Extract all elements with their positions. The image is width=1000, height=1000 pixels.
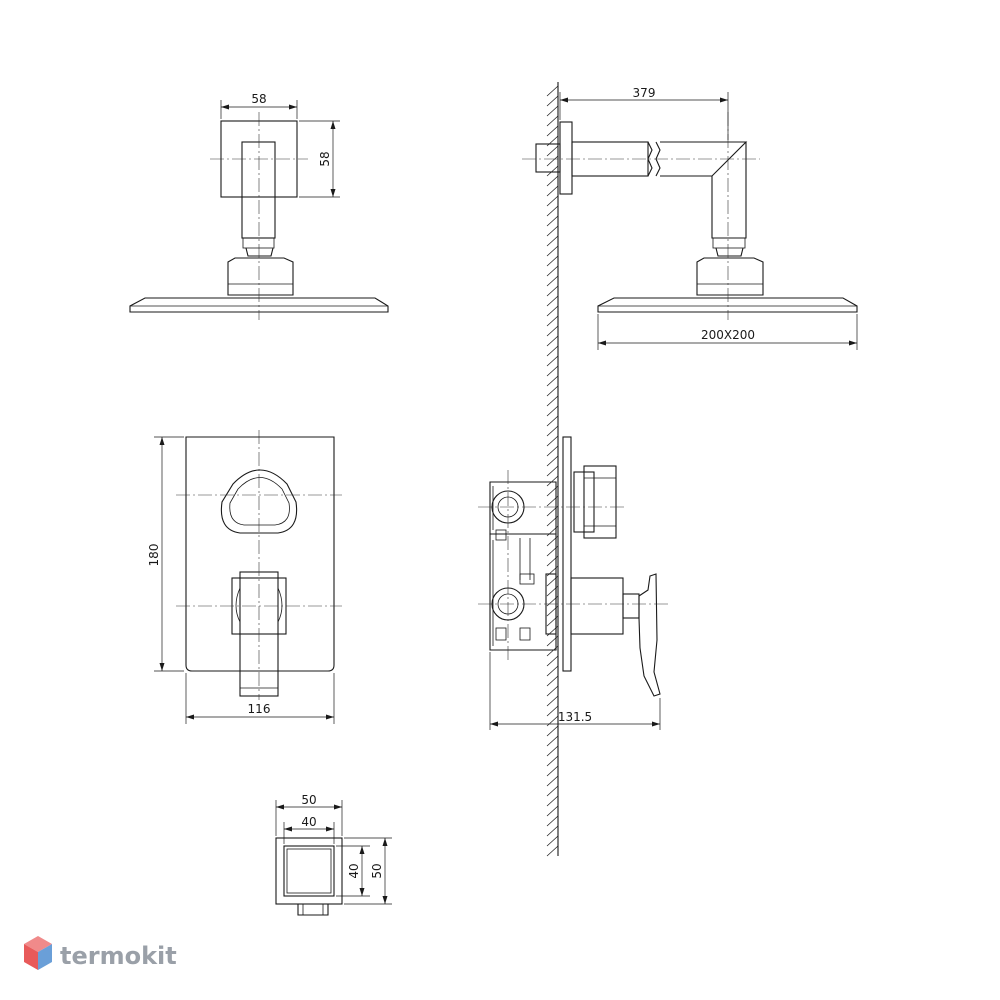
wall-hatch-line bbox=[546, 195, 559, 207]
dim-label-outlet-width: 58 bbox=[251, 92, 266, 106]
wall-hatch-line bbox=[546, 115, 559, 127]
wall-hatch-line bbox=[546, 805, 559, 817]
wall-hatch-line bbox=[546, 655, 559, 667]
wall-hatch-line bbox=[546, 165, 559, 177]
wall-hatch-line bbox=[546, 225, 559, 237]
wall-hatch-line bbox=[546, 675, 559, 687]
wall-hatch-line bbox=[546, 345, 559, 357]
wall-hatch-line bbox=[546, 385, 559, 397]
wall-hatch-line bbox=[546, 825, 559, 837]
wall-hatch-line bbox=[546, 455, 559, 467]
wall-hatch-line bbox=[546, 815, 559, 827]
dim-label-outlet-height: 58 bbox=[318, 151, 332, 166]
wall-hatch-line bbox=[546, 125, 559, 137]
wall-hatch-line bbox=[546, 95, 559, 107]
dim-label-spout-inner-width: 40 bbox=[301, 815, 316, 829]
wall-hatch-line bbox=[546, 715, 559, 727]
wall-hatch-line bbox=[546, 735, 559, 747]
wall-hatch-line bbox=[546, 375, 559, 387]
wall-hatch-line bbox=[546, 245, 559, 257]
wall-hatch-line bbox=[546, 335, 559, 347]
wall-hatch-line bbox=[546, 695, 559, 707]
wall-hatch-line bbox=[546, 795, 559, 807]
wall-hatch-line bbox=[546, 775, 559, 787]
wall-hatch-line bbox=[546, 845, 559, 857]
wall-hatch-line bbox=[546, 475, 559, 487]
dimension-spout-outer-width bbox=[275, 800, 343, 836]
dim-label-spout-outer-width: 50 bbox=[301, 793, 316, 807]
wall-hatch-line bbox=[546, 725, 559, 737]
dimension-outlet-width bbox=[220, 100, 298, 119]
wall-hatch-line bbox=[546, 295, 559, 307]
shower-arm-side-view bbox=[522, 112, 858, 320]
wall-hatch-line bbox=[546, 415, 559, 427]
dimension-outlet-height bbox=[299, 120, 340, 198]
dim-label-spout-inner-height: 40 bbox=[347, 863, 361, 878]
wall-hatch-line bbox=[546, 445, 559, 457]
wall-hatch-line bbox=[546, 395, 559, 407]
wall-hatch-line bbox=[546, 205, 559, 217]
wall-hatch-line bbox=[546, 665, 559, 677]
dim-label-plate-height: 180 bbox=[147, 544, 161, 567]
wall-hatch-line bbox=[546, 765, 559, 777]
wall-hatch-line bbox=[546, 275, 559, 287]
dimension-spout-outer-height bbox=[344, 837, 392, 905]
dim-label-mixer-depth: 131.5 bbox=[558, 710, 592, 724]
wall-hatch-line bbox=[546, 355, 559, 367]
wall-hatch-line bbox=[546, 435, 559, 447]
dimension-arm-length bbox=[559, 92, 729, 140]
mixer-body-side-view bbox=[478, 436, 668, 697]
dimension-spout-inner-height bbox=[336, 845, 370, 897]
dimension-spout-inner-width bbox=[283, 822, 335, 844]
wall-hatch-line bbox=[546, 265, 559, 277]
wall-hatch-line bbox=[546, 405, 559, 417]
dim-label-plate-width: 116 bbox=[248, 702, 271, 716]
wall-hatch-line bbox=[546, 745, 559, 757]
shower-head-front-view bbox=[129, 112, 389, 320]
spout-front-view bbox=[275, 837, 343, 916]
wall-hatch-line bbox=[546, 175, 559, 187]
wall-hatch-line bbox=[546, 325, 559, 337]
wall-hatch-line bbox=[546, 215, 559, 227]
wall-hatch-line bbox=[546, 315, 559, 327]
dimension-head-size bbox=[597, 314, 858, 350]
dimension-plate-width bbox=[185, 673, 335, 724]
wall-hatch-line bbox=[546, 755, 559, 767]
wall-hatch-line bbox=[546, 285, 559, 297]
wall-hatch-line bbox=[546, 425, 559, 437]
wall-hatch-line bbox=[546, 705, 559, 717]
wall-hatch-line bbox=[546, 305, 559, 317]
wall-hatch-line bbox=[546, 105, 559, 117]
wall-hatch-line bbox=[546, 155, 559, 167]
wall-hatch-line bbox=[546, 145, 559, 157]
dim-label-spout-outer-height: 50 bbox=[370, 863, 384, 878]
termokit-logo-icon bbox=[24, 936, 52, 970]
wall-hatch-line bbox=[546, 235, 559, 247]
wall-section bbox=[546, 82, 559, 857]
dimension-mixer-depth bbox=[489, 652, 661, 730]
dim-label-arm-length: 379 bbox=[633, 86, 656, 100]
dim-label-head-size: 200X200 bbox=[701, 328, 755, 342]
mixer-plate-front-view bbox=[176, 430, 342, 700]
wall-hatch-line bbox=[546, 85, 559, 97]
wall-hatch-line bbox=[546, 365, 559, 377]
wall-hatch-line bbox=[546, 835, 559, 847]
brand-name: termokit bbox=[60, 942, 177, 970]
wall-hatch-line bbox=[546, 685, 559, 697]
wall-hatch-line bbox=[546, 185, 559, 197]
wall-hatch-line bbox=[546, 465, 559, 477]
wall-hatch-line bbox=[546, 255, 559, 267]
wall-hatch-line bbox=[546, 785, 559, 797]
dimension-plate-height bbox=[154, 436, 184, 672]
